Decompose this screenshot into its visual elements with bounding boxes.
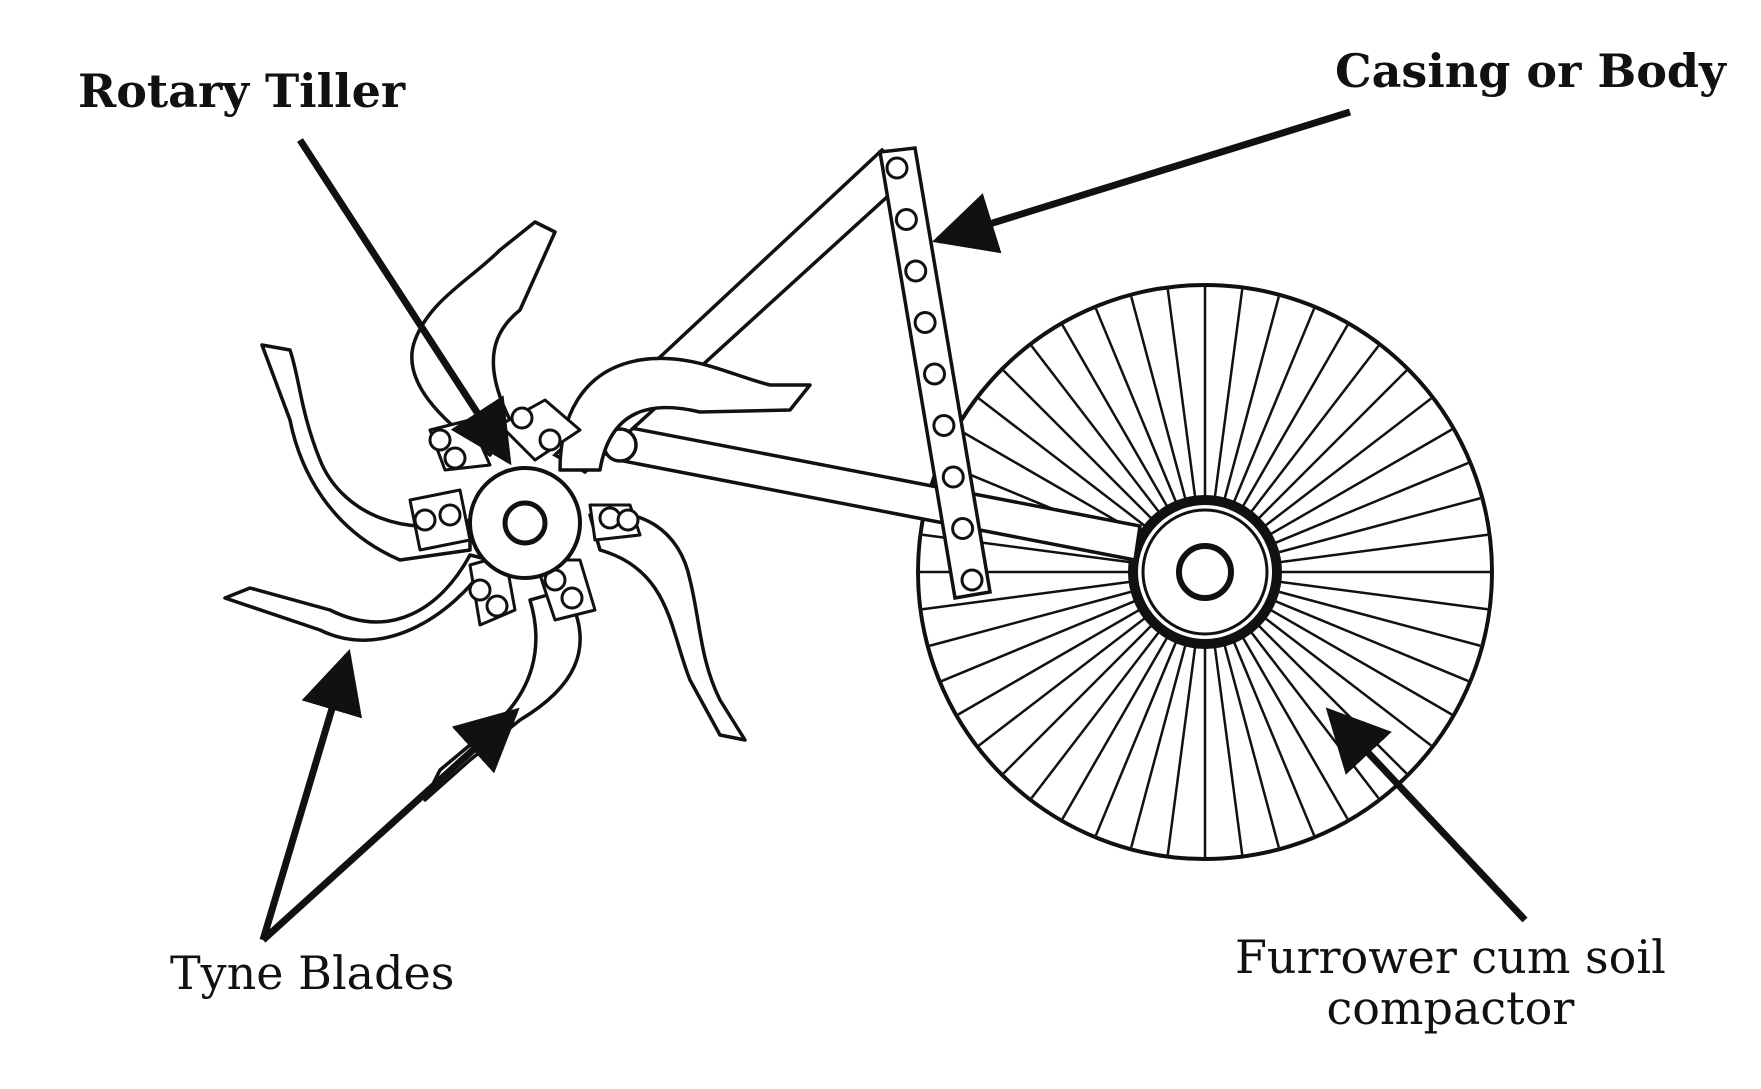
wheel-spoke bbox=[1061, 633, 1171, 820]
wheel-spoke bbox=[1002, 622, 1155, 775]
flange-holes bbox=[413, 406, 640, 618]
tyne-blades-arrow bbox=[259, 648, 362, 942]
furrower-label-line2: compactor bbox=[1326, 980, 1575, 1035]
casing-arrow bbox=[931, 108, 1352, 254]
wheel-spokes bbox=[920, 287, 1490, 857]
leader-arrows bbox=[259, 108, 1528, 943]
wheel-spoke bbox=[1274, 589, 1481, 647]
wheel-spoke bbox=[1239, 633, 1349, 820]
flange-hole bbox=[560, 586, 584, 610]
wheel-spoke bbox=[1222, 296, 1280, 503]
flange-hole bbox=[428, 428, 452, 452]
wheel-spoke bbox=[1247, 345, 1380, 516]
plate-hole bbox=[960, 568, 984, 592]
wheel-spoke bbox=[1255, 369, 1408, 522]
plate-hole bbox=[904, 259, 928, 283]
wheel-spoke bbox=[1130, 296, 1188, 503]
frame-lower-bar bbox=[596, 419, 1142, 563]
wheel-spoke bbox=[1261, 614, 1432, 747]
plate-hole bbox=[913, 311, 937, 334]
plate-hole bbox=[932, 414, 956, 437]
wheel-spoke bbox=[929, 589, 1136, 647]
wheel-spoke bbox=[1274, 497, 1481, 555]
rotary-tiller-label: Rotary Tiller bbox=[78, 64, 406, 118]
wheel-spoke bbox=[1271, 598, 1469, 683]
flange-hole bbox=[616, 508, 640, 532]
wheel-spoke bbox=[1266, 606, 1453, 716]
furrower-arrow bbox=[1325, 707, 1528, 923]
tyne-blade bbox=[588, 511, 747, 742]
flange-hole bbox=[510, 406, 534, 430]
wheel-spoke bbox=[1166, 643, 1197, 855]
plate-hole bbox=[951, 517, 975, 540]
wheel-axle bbox=[1176, 543, 1234, 601]
wheel-spoke bbox=[978, 614, 1149, 747]
tyne-blades-label: Tyne Blades bbox=[170, 946, 455, 1000]
wheel-spoke bbox=[1166, 289, 1197, 501]
furrower-label-line1: Furrower cum soil bbox=[1235, 930, 1666, 984]
flange-hole bbox=[443, 446, 467, 470]
flange-hole bbox=[468, 578, 492, 602]
wheel-spoke bbox=[1094, 638, 1179, 836]
wheel-spoke bbox=[1030, 345, 1163, 516]
furrower-wheel bbox=[916, 283, 1494, 861]
wheel-spoke bbox=[1213, 643, 1244, 855]
casing-label: Casing or Body bbox=[1335, 44, 1726, 98]
rotary-tiller bbox=[223, 220, 812, 802]
flange-hole bbox=[485, 594, 509, 618]
wheel-spoke bbox=[1231, 638, 1316, 836]
casing-plate-holes bbox=[885, 156, 984, 592]
tyne-blade bbox=[423, 588, 582, 802]
wheel-spoke bbox=[1213, 289, 1244, 501]
rotary-tiller-arrow bbox=[297, 138, 512, 466]
wheel-spoke bbox=[941, 598, 1139, 683]
wheel-spoke bbox=[1130, 641, 1188, 848]
wheel-spoke bbox=[1271, 461, 1469, 546]
plate-hole bbox=[894, 208, 918, 231]
wheel-spoke bbox=[1276, 580, 1488, 611]
wheel-spoke bbox=[1002, 369, 1155, 522]
wheel-spoke bbox=[1231, 308, 1316, 506]
plate-hole bbox=[923, 362, 946, 386]
plate-hole bbox=[885, 156, 909, 180]
tyne-blade bbox=[223, 553, 492, 642]
flange-hole bbox=[538, 428, 562, 452]
wheel-spoke bbox=[1222, 641, 1280, 848]
flange-hole bbox=[438, 503, 462, 527]
wheel-spoke bbox=[922, 580, 1134, 611]
tiller-axle bbox=[502, 500, 548, 546]
wheel-spoke bbox=[1094, 308, 1179, 506]
wheel-spoke bbox=[1239, 324, 1349, 511]
tyne-blades-arrow bbox=[260, 707, 520, 943]
wheel-spoke bbox=[1276, 533, 1488, 564]
wheel-spoke bbox=[957, 428, 1144, 538]
wheel-spoke bbox=[1266, 428, 1453, 538]
wheel-spoke bbox=[978, 397, 1149, 530]
wheel-spoke bbox=[957, 606, 1144, 716]
furrower-label: Furrower cum soil compactor bbox=[1235, 932, 1666, 1033]
wheel-spoke bbox=[1030, 628, 1163, 799]
plate-hole bbox=[941, 465, 965, 489]
wheel-spoke bbox=[1061, 324, 1171, 511]
tyne-blade bbox=[410, 220, 557, 457]
wheel-spoke bbox=[1261, 397, 1432, 530]
wheel-rim bbox=[916, 283, 1494, 861]
flange-hole bbox=[413, 508, 437, 532]
tyne-blade bbox=[558, 356, 812, 472]
